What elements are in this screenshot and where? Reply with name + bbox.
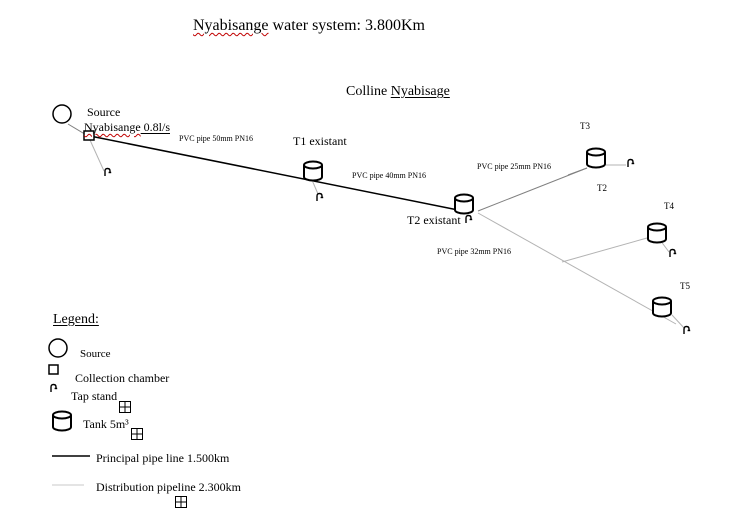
distribution-pipe-to-t3-end: [567, 167, 588, 176]
anchor-handle-icon[interactable]: [131, 428, 143, 440]
legend-principal-label: Principal pipe line 1.500km: [96, 451, 230, 465]
legend-source-label: Source: [80, 348, 111, 360]
source-place-name: Nyabisange: [84, 120, 141, 134]
tank-icon-t3: [586, 147, 606, 169]
distribution-pipe-to-t4: [561, 237, 648, 263]
diagram-subtitle: Colline Nyabisage: [346, 85, 450, 99]
legend-tank-label: Tank 5m³: [83, 417, 129, 431]
tap-stand-icon-t1: [316, 192, 324, 202]
source-label-line1: Source: [87, 105, 121, 119]
subtitle-prefix: Colline: [346, 84, 391, 99]
tap-stand-icon-t4: [669, 248, 677, 258]
title-rest: water system: 3.800Km: [268, 17, 425, 34]
legend-tank-icon: [52, 410, 72, 432]
pipe-label-40mm: PVC pipe 40mm PN16: [352, 171, 427, 180]
pipe-label-32mm: PVC pipe 32mm PN16: [437, 247, 512, 256]
legend-source-icon: [48, 338, 68, 358]
legend-collection-chamber-icon: [48, 364, 59, 375]
legend-tap-label: Tap stand: [71, 389, 118, 403]
legend-heading: Legend:: [53, 312, 99, 327]
tap-stand-icon-source: [104, 167, 112, 177]
pipe-label-25mm: PVC pipe 25mm PN16: [477, 162, 552, 171]
principal-pipe-segment: [89, 135, 464, 212]
t5-label: T5: [680, 281, 690, 291]
distribution-pipe-to-t5: [477, 212, 677, 325]
tank-icon-t2: [454, 193, 474, 215]
t2-existant-label: T2 existant: [407, 213, 461, 227]
legend-collection-label: Collection chamber: [75, 371, 170, 385]
tap-connector-t5: [671, 314, 686, 330]
anchor-handle-icon[interactable]: [175, 496, 187, 508]
source-label-line2: Nyabisange 0.8l/s: [84, 121, 170, 133]
title-place-name: Nyabisange: [193, 17, 269, 34]
tap-stand-icon-t3: [627, 158, 635, 168]
source-flow-rate: 0.8l/s: [140, 120, 170, 134]
tap-stand-icon-t5: [683, 325, 691, 335]
tank-icon-t4: [647, 222, 667, 244]
t2-label: T2: [597, 183, 607, 193]
source-circle-icon: [52, 104, 72, 124]
legend-distribution-label: Distribution pipeline 2.300km: [96, 480, 241, 494]
t1-label: T1 existant: [293, 134, 347, 148]
subtitle-place-name: Nyabisage: [390, 84, 450, 99]
t4-label: T4: [664, 201, 674, 211]
anchor-handle-icon[interactable]: [119, 401, 131, 413]
tap-stand-icon-t2: [465, 214, 473, 224]
tap-connector-source-down: [89, 139, 105, 172]
tap-connector-t1: [311, 179, 319, 195]
diagram-title: Nyabisange water system: 3.800Km: [193, 18, 425, 34]
legend-tap-stand-icon: [50, 383, 58, 393]
tank-icon-t5: [652, 296, 672, 318]
collection-chamber-icon: [83, 130, 95, 141]
tank-icon-t1: [303, 160, 323, 182]
pipe-label-50mm: PVC pipe 50mm PN16: [179, 134, 254, 143]
t3-label: T3: [580, 121, 590, 131]
